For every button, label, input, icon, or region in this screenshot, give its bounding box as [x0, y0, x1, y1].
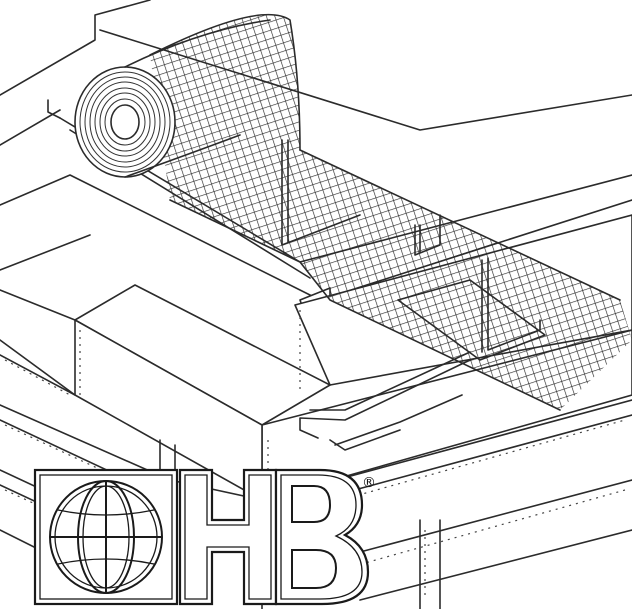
hb-logo: ® [33, 468, 376, 606]
logo-letter-h [178, 468, 278, 606]
registered-mark: ® [362, 475, 376, 491]
globe-icon [49, 480, 163, 594]
logo-letter-b [274, 468, 370, 606]
mesh-roll [74, 19, 271, 178]
wall-ties [281, 139, 546, 451]
